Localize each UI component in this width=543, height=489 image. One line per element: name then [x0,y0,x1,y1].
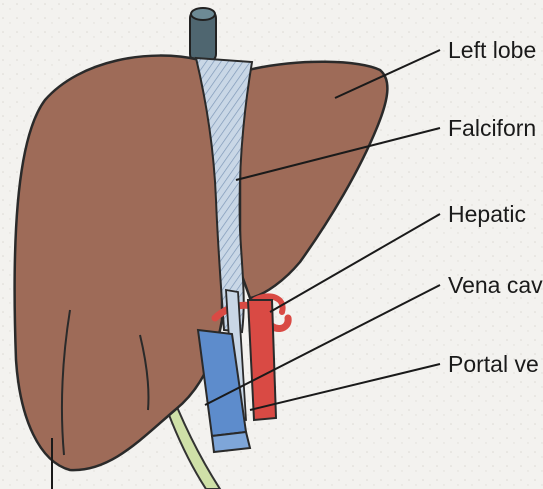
label-portal-vein: Portal ve [448,351,539,377]
label-falciform: Falciforn [448,115,536,141]
label-hepatic: Hepatic [448,201,526,227]
vena-cava [248,300,276,420]
ivc-opening [191,8,215,20]
label-left-lobe: Left lobe [448,37,536,63]
label-vena-cava: Vena cav [448,272,543,298]
portal-vein-end [212,432,250,452]
